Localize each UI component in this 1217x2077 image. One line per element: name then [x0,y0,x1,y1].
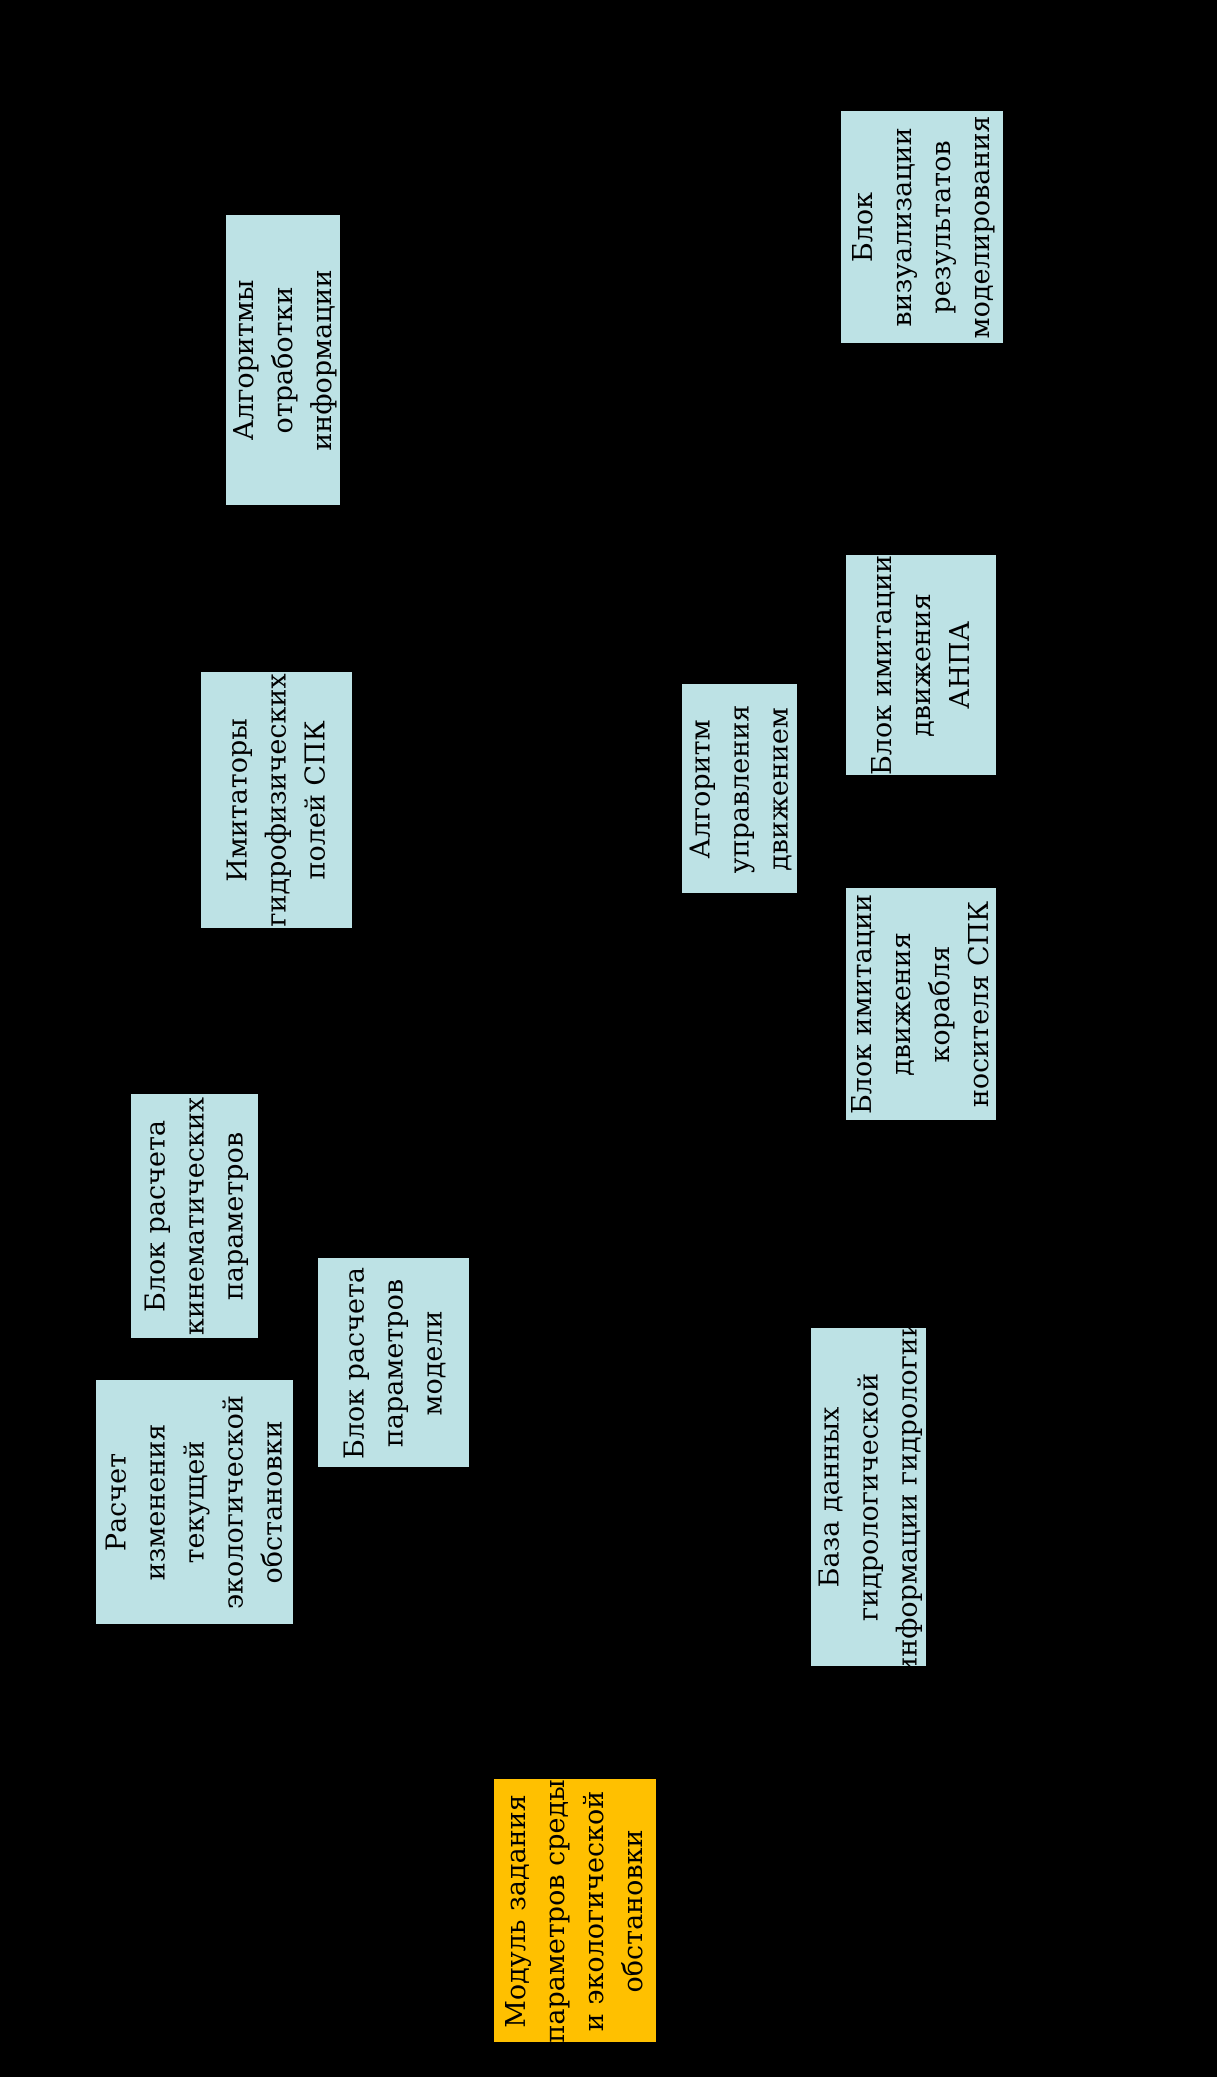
block-motion-control: Алгоритм управления движением [682,684,797,893]
block-auv-motion-line-3: АНПА [944,621,976,709]
block-algorithms-line-1: Алгоритмы [228,279,260,441]
block-carrier-motion-line-3: корабля [925,945,956,1063]
block-model-params-line-2: параметров [378,1278,409,1447]
block-ecology-calc-line-5: обстановки [257,1420,288,1584]
block-hydro-db: База данных гидрологической информации г… [811,1328,926,1666]
block-hydro-db-line-1: База данных [814,1406,845,1588]
module-env-params: Модуль задания параметров среды и эколог… [494,1779,656,2042]
block-model-params-line-3: модели [417,1310,448,1416]
block-auv-motion: Блок имитации движения АНПА [846,555,996,775]
block-carrier-motion: Блок имитации движения корабля носителя … [846,888,996,1120]
block-visualization-line-2: визуализации [887,127,918,327]
block-visualization-line-1: Блок [848,191,879,263]
block-kinematic-line-1: Блок расчета [140,1119,171,1313]
module-env-params-line-3: и экологической [579,1790,610,2031]
block-imitators-line-1: Имитаторы [222,718,253,882]
block-algorithms: Алгоритмы отработки информации [226,215,340,505]
block-ecology-calc-line-3: текущей [179,1440,210,1564]
block-algorithms-line-2: отработки [267,286,299,434]
module-env-params-line-1: Модуль задания [501,1793,532,2028]
block-model-params: Блок расчета параметров модели [318,1258,469,1467]
block-motion-control-line-2: управления [724,704,755,873]
block-kinematic-line-3: параметров [218,1131,249,1301]
block-hydro-db-line-3: информации гидрологии [892,1328,923,1666]
block-kinematic-line-2: кинематических [179,1097,210,1335]
block-ecology-calc-line-4: экологической [218,1395,249,1609]
block-algorithms-line-3: информации [306,269,338,451]
module-env-params-line-2: параметров среды [540,1779,571,2042]
block-visualization: Блок визуализации результатов моделирова… [841,111,1003,343]
block-ecology-calc-line-1: Расчет [101,1452,132,1552]
block-visualization-line-4: моделирования [965,115,996,339]
block-auv-motion-line-2: движения [905,593,937,737]
block-imitators-line-2: гидрофизических [261,673,292,927]
module-env-params-line-4: обстановки [618,1829,649,1992]
block-ecology-calc-line-2: изменения [140,1423,171,1581]
block-carrier-motion-line-2: движения [886,932,917,1076]
block-carrier-motion-line-1: Блок имитации [847,893,878,1115]
block-motion-control-line-3: движением [763,706,794,871]
block-motion-control-line-1: Алгоритм [685,718,716,859]
block-carrier-motion-line-4: носителя СПК [964,900,995,1108]
block-imitators-line-3: полей СПК [300,720,331,880]
block-ecology-calc: Расчет изменения текущей экологической о… [96,1380,293,1624]
block-model-params-line-1: Блок расчета [339,1266,370,1459]
block-visualization-line-3: результатов [926,140,957,314]
block-kinematic: Блок расчета кинематических параметров [131,1094,258,1338]
block-hydro-db-line-2: гидрологической [853,1373,884,1621]
block-imitators: Имитаторы гидрофизических полей СПК [201,672,352,928]
block-auv-motion-line-1: Блок имитации [866,555,898,775]
